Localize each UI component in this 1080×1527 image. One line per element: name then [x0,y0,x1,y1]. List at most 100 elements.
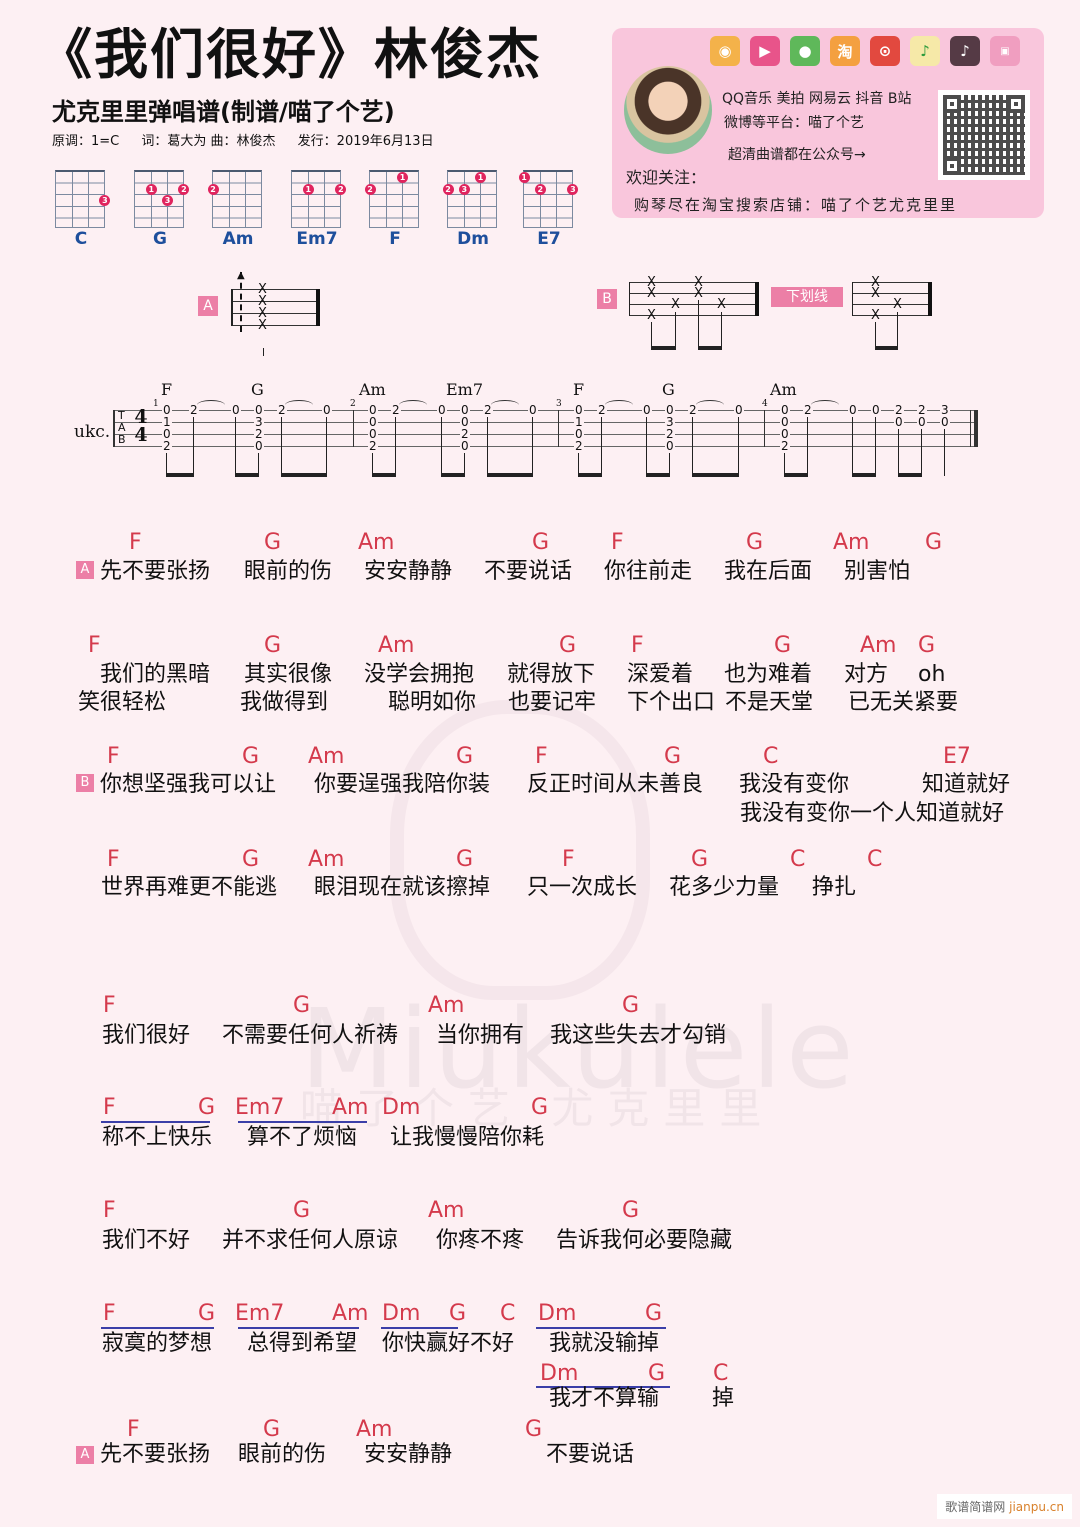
lyric-text: 已无关紧要 [848,690,959,715]
tie-arc [285,400,313,410]
taobao-icon[interactable]: 淘 [830,36,860,66]
arpeggio-arrow-icon [240,272,246,332]
lyric-text: 挣扎 [812,875,857,900]
netease-music-icon[interactable]: ⊙ [870,36,900,66]
tab-fret-number: 2 [189,403,199,417]
public-account-text: 超清曲谱都在公众号→ [728,147,866,163]
chord-label: G [242,744,260,769]
lyric-text: 我这些失去才勾销 [550,1023,727,1048]
chord-label: F [127,1417,140,1442]
tab-fret-number: 2 [780,439,790,453]
tab-fret-number: 1 [574,415,584,429]
tab-fret-number: 0 [162,403,172,417]
promo-card: ◉ ▶ ● 淘 ⊙ ♪ ♪ ▣ QQ音乐 美拍 网易云 抖音 B站 微博等平台：… [612,28,1044,218]
credits: 词：葛大为 曲：林俊杰 [141,134,276,149]
mute-strum-x: X [871,275,880,290]
finger-dot: 2 [178,183,190,195]
page-title: 《我们很好》林俊杰 [38,23,542,86]
weibo-icon[interactable]: ◉ [710,36,740,66]
tab-fret-number: 0 [665,403,675,417]
chord-label: Am [378,633,415,658]
chord-label: G [559,633,577,658]
chord-label: E7 [943,744,971,769]
chord-name: E7 [537,229,561,249]
tab-fret-number: 0 [162,427,172,441]
finger-dot: 2 [364,183,376,195]
tab-fret-number: 0 [368,415,378,429]
tab-fret-number: 0 [780,403,790,417]
lyric-text: 你想坚强我可以让 [100,772,277,797]
lyric-text: 总得到希望 [247,1331,358,1356]
lyric-text: oh [918,662,946,687]
chord-label: C [713,1361,729,1386]
chord-label: G [264,530,282,555]
tab-fret-number: 0 [642,403,652,417]
lyric-text: 我们的黑暗 [100,662,211,687]
lyric-text: 我们不好 [102,1228,191,1253]
tab-fret-number: 2 [597,403,607,417]
lyric-text: 花多少力量 [669,875,780,900]
tab-fret-number: 0 [734,403,744,417]
douyin-icon[interactable]: ♪ [950,36,980,66]
finger-dot: 1 [145,183,157,195]
text: jianpu.cn [1009,1500,1064,1514]
platforms-line: QQ音乐 美拍 网易云 抖音 B站 [722,91,912,107]
tab-chord: G [662,380,675,399]
watermark-cn: 喵了个艺 尤克里里 [300,1084,776,1133]
tab-fret-number: 0 [437,403,447,417]
lyric-text: 就得放下 [507,662,596,687]
tab-fret-number: 0 [460,439,470,453]
chord-label: Am [332,1095,369,1120]
site-footer[interactable]: 歌谱简谱网 jianpu.cn [937,1494,1072,1519]
chord-label: F [535,744,548,769]
mute-strum-x: X [258,318,267,333]
strum-pattern-underline: X X X X [851,270,936,355]
bilibili-icon[interactable]: ▣ [990,36,1020,66]
lyric-text: 不需要任何人祈祷 [222,1023,399,1048]
follow-text: 欢迎关注： [626,168,707,187]
chord-label: F [611,530,624,555]
lyric-text: 称不上快乐 [102,1125,213,1150]
lyric-text: 我就没输掉 [549,1331,660,1356]
chord-label: F [129,530,142,555]
tie-arc [197,400,225,410]
chord-label: Am [428,1198,465,1223]
tab-fret-number: 0 [368,403,378,417]
chord-label: Em7 [235,1301,285,1326]
chord-label: G [449,1301,467,1326]
tab-fret-number: 2 [894,403,904,417]
tab-fret-number: 2 [917,403,927,417]
chord-label: G [746,530,764,555]
text: 4 [762,399,768,409]
wechat-icon[interactable]: ● [790,36,820,66]
mute-strum-x: X [694,275,703,290]
lyric-text: 我在后面 [724,559,813,584]
lyric-text: 不是天堂 [725,690,814,715]
finger-dot: 2 [442,183,454,195]
tab-fret-number: 0 [528,403,538,417]
underline-marker [101,1327,214,1329]
chord-label: G [456,744,474,769]
chord-label: Em7 [235,1095,285,1120]
chord-label: G [918,633,936,658]
release-date: 发行：2019年6月13日 [297,134,434,149]
chord-label: Am [308,744,345,769]
chord-label: G [648,1361,666,1386]
tie-arc [399,400,427,410]
instrument-label: ukc. [74,422,111,442]
qr-code[interactable] [938,90,1030,180]
tab-chord: Am [770,380,797,399]
qq-music-icon[interactable]: ♪ [910,36,940,66]
tab-fret-number: 0 [780,427,790,441]
tab-fret-number: 1 [162,415,172,429]
meipai-icon[interactable]: ▶ [750,36,780,66]
chord-label: Am [860,633,897,658]
lyric-text: 你快赢好不好 [382,1331,515,1356]
key: 原调：1=C [52,134,120,149]
chord-label: Am [358,530,395,555]
